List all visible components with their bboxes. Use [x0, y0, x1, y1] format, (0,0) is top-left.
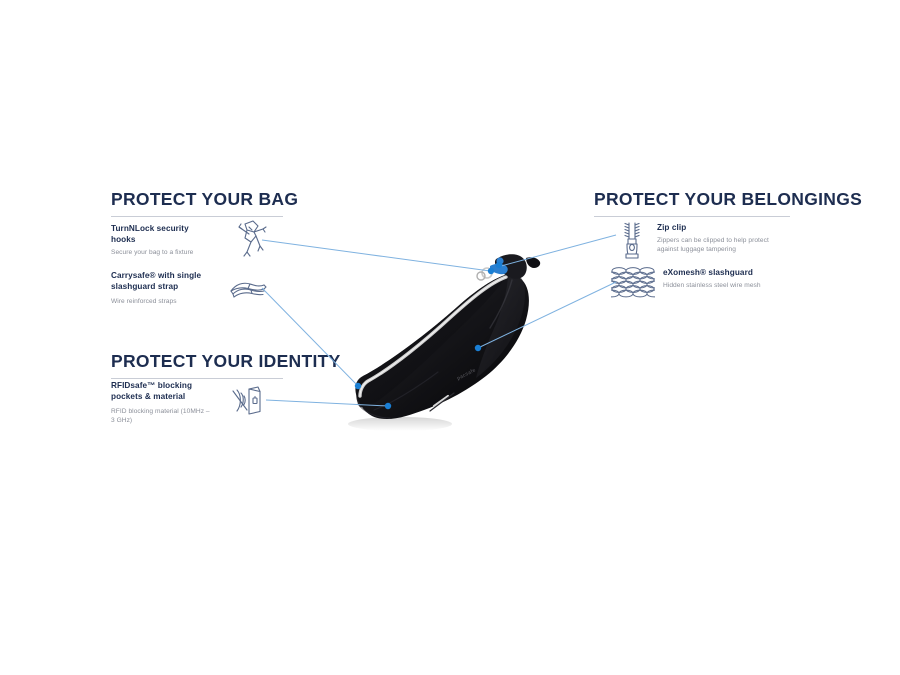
feature-title-exomesh: eXomesh® slashguard [663, 268, 753, 277]
feature-description-carrysafe: Wire reinforced straps [111, 297, 177, 305]
section-protect-your-belongings: PROTECT YOUR BELONGINGS [594, 189, 863, 218]
feature-description-zip-clip: Zippers can be clipped to help protect a… [657, 236, 769, 254]
feature-description-turnnlock: Secure your bag to a fixture [111, 248, 194, 256]
feature-description-rfidsafe: RFID blocking material (10MHz – 3 GHz) [111, 407, 210, 425]
mesh-icon [604, 264, 662, 309]
bag-highlight-lower [373, 371, 439, 411]
security-hook-icon [227, 218, 271, 265]
bag-clip-dot [496, 257, 504, 265]
section-rule-protect-your-identity [111, 378, 283, 380]
zip-clip-icon [615, 219, 647, 268]
bag-front-pocket-seam [429, 392, 455, 412]
bag-front-panel [356, 274, 508, 408]
section-rule-protect-your-bag [111, 216, 283, 218]
section-heading-protect-your-belongings: PROTECT YOUR BELONGINGS [594, 189, 863, 209]
section-heading-protect-your-bag: PROTECT YOUR BAG [111, 189, 299, 209]
rfid-blocking-icon [227, 383, 267, 424]
strap-icon [227, 275, 269, 308]
feature-rfidsafe-blocking-pockets: RFIDsafe™ blocking pockets & material RF… [111, 381, 271, 425]
feature-title-rfidsafe: RFIDsafe™ blocking pockets & material [111, 381, 193, 401]
bag-front-pocket-zip [432, 394, 450, 408]
product-bag-image: pacsafe [330, 228, 580, 433]
section-heading-protect-your-identity: PROTECT YOUR IDENTITY [111, 351, 341, 371]
bag-shadow [348, 417, 452, 431]
section-rule-protect-your-belongings [594, 216, 790, 218]
feature-exomesh-slashguard: eXomesh® slashguard Hidden stainless ste… [604, 264, 791, 309]
section-protect-your-bag: PROTECT YOUR BAG [111, 189, 299, 218]
section-protect-your-identity: PROTECT YOUR IDENTITY [111, 351, 341, 380]
feature-title-turnnlock: TurnNLock security hooks [111, 224, 189, 244]
bag-clip-tab [526, 257, 541, 268]
bag-clip-ring-inner [476, 271, 486, 281]
feature-carrysafe-slashguard-strap: Carrysafe® with single slashguard strap … [111, 271, 271, 308]
feature-title-zip-clip: Zip clip [657, 223, 687, 232]
feature-title-carrysafe: Carrysafe® with single slashguard strap [111, 271, 202, 291]
feature-turnnlock-security-hooks: TurnNLock security hooks Secure your bag… [111, 220, 271, 265]
feature-description-exomesh: Hidden stainless steel wire mesh [663, 281, 761, 289]
feature-zip-clip: Zip clip Zippers can be clipped to help … [615, 221, 790, 268]
